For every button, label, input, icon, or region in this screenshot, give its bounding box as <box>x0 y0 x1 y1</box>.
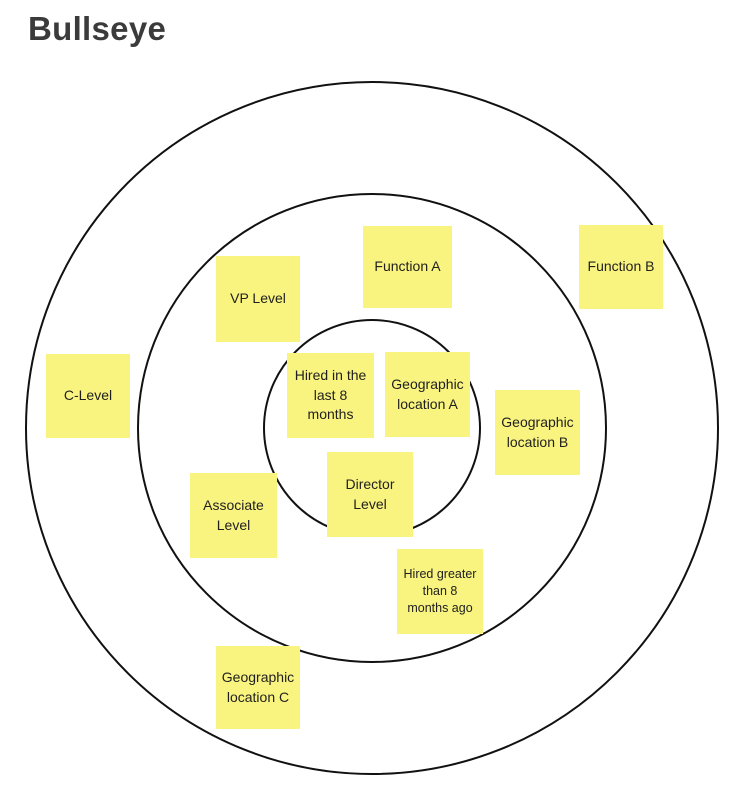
sticky-note-function-b[interactable]: Function B <box>579 225 663 309</box>
sticky-note-c-level[interactable]: C-Level <box>46 354 130 438</box>
middle-ring-circle[interactable] <box>137 193 607 663</box>
sticky-note-geographic-location-c[interactable]: Geographic location C <box>216 646 300 729</box>
outer-ring-circle[interactable] <box>25 81 719 775</box>
page-title: Bullseye <box>28 10 167 47</box>
sticky-note-hired-greater-8-months[interactable]: Hired greater than 8 months ago <box>397 549 483 634</box>
sticky-note-geographic-location-a[interactable]: Geographic location A <box>385 352 470 437</box>
sticky-note-hired-last-8-months[interactable]: Hired in the last 8 months <box>287 353 374 438</box>
sticky-note-function-a[interactable]: Function A <box>363 226 452 308</box>
sticky-note-director-level[interactable]: Director Level <box>327 452 413 537</box>
sticky-note-associate-level[interactable]: Associate Level <box>190 473 277 558</box>
sticky-note-geographic-location-b[interactable]: Geographic location B <box>495 390 580 475</box>
sticky-note-vp-level[interactable]: VP Level <box>216 256 300 342</box>
